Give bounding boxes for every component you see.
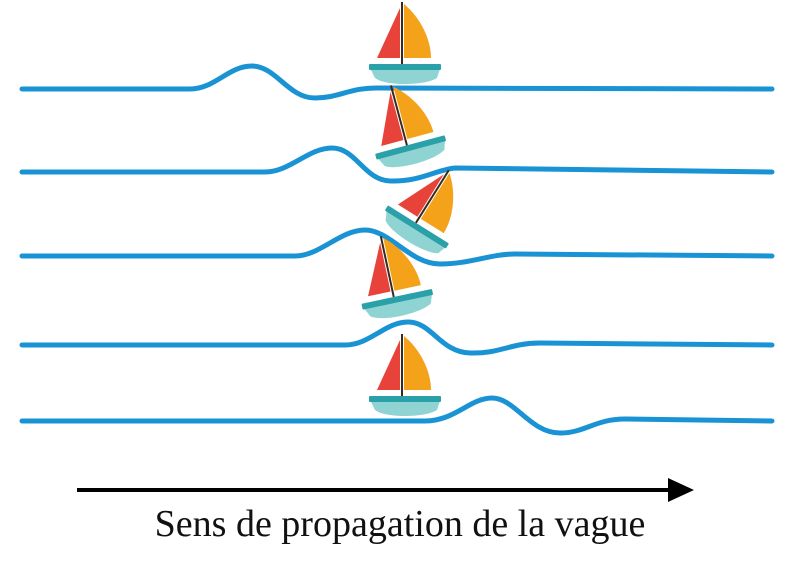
frame-1 [19,2,775,101]
water-line-2 [19,145,775,184]
boat-hull [369,398,441,416]
frame-4 [19,236,775,356]
boat-deck [369,64,441,70]
boat-mast [389,85,408,146]
boat-deck [369,396,441,402]
frame-2 [19,85,775,184]
sailboat-icon [375,85,446,168]
boat-deck [361,289,433,310]
boat-sail-left [368,242,391,297]
boat-sail-left [377,340,400,390]
boat-sail-right [383,237,421,291]
boat-deck [375,135,446,160]
sailboat-icon [369,2,441,84]
boat-deck [385,205,449,249]
water-line-3 [19,227,775,267]
boat-hull [369,66,441,84]
frame-5 [19,334,775,436]
sailboat-icon [369,334,441,416]
boat-sail-left [397,174,444,217]
boat-sail-right [404,336,431,390]
water-line-1 [19,63,775,101]
water-line-4 [19,319,775,356]
boat-sail-right [420,173,454,234]
sailboat-icon [361,236,433,319]
sailboat-icon [385,169,454,254]
boat-mast [415,169,450,224]
caption: Sens de propagation de la vague [154,503,646,545]
boat-sail-right [404,4,431,58]
boat-sail-right [393,86,434,140]
boat-sail-left [381,91,404,146]
water-line-5 [19,395,775,436]
frame-3 [19,169,775,267]
arrow-right-icon [77,478,694,502]
boat-sail-left [377,8,400,58]
boat-mast [379,236,395,298]
